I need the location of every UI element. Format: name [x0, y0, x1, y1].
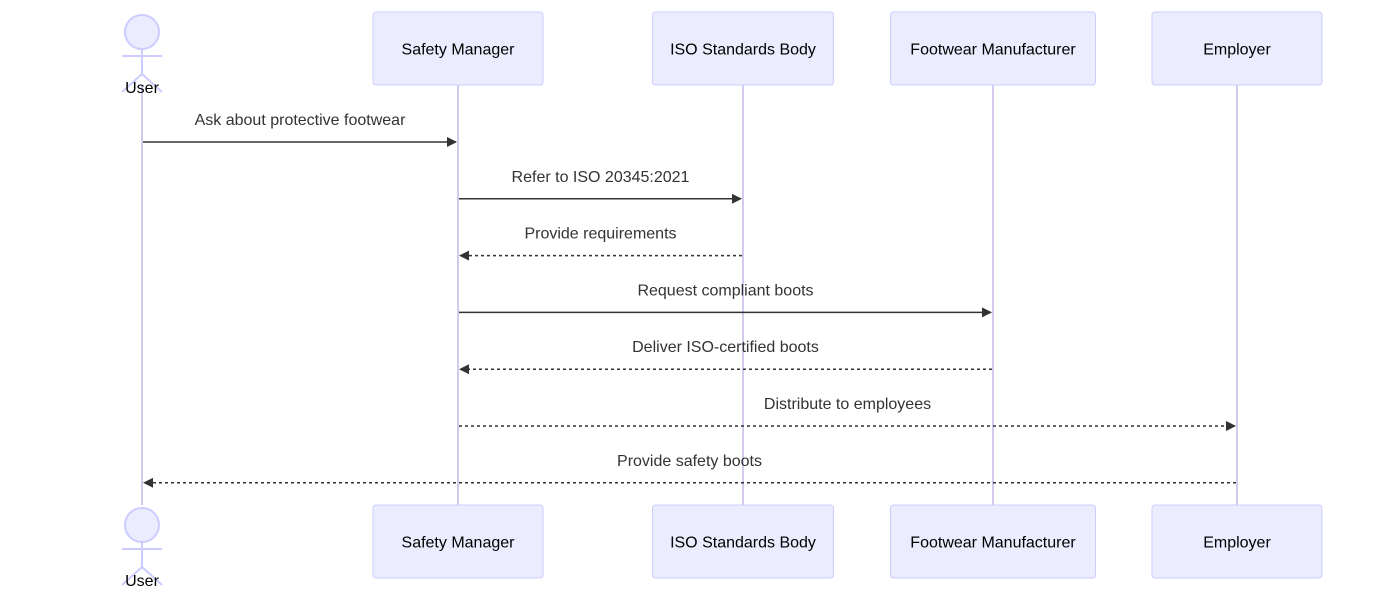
participant-footwear-top: Footwear Manufacturer	[890, 11, 1096, 86]
message-label: Distribute to employees	[764, 396, 931, 413]
message-5: Deliver ISO-certified boots	[459, 339, 992, 375]
participant-user-bottom: User	[121, 507, 163, 590]
participant-safety-top: Safety Manager	[372, 11, 544, 86]
message-label: Provide requirements	[524, 226, 676, 243]
participant-box	[1151, 11, 1323, 86]
participant-iso-top: ISO Standards Body	[652, 11, 834, 86]
participant-label: ISO Standards Body	[670, 535, 816, 552]
participant-box	[372, 504, 544, 579]
participant-label: User	[125, 80, 159, 97]
message-label: Provide safety boots	[617, 453, 762, 470]
participant-footwear-bottom: Footwear Manufacturer	[890, 504, 1096, 579]
participant-label: Footwear Manufacturer	[910, 42, 1076, 59]
participant-label: Employer	[1203, 42, 1271, 59]
message-7: Provide safety boots	[143, 453, 1236, 488]
message-label: Refer to ISO 20345:2021	[512, 169, 690, 186]
actor-figure-icon	[121, 507, 163, 586]
message-2: Refer to ISO 20345:2021	[459, 169, 742, 204]
message-4: Request compliant boots	[459, 282, 992, 318]
participants-bottom: User Safety Manager ISO Standards Body Foot…	[121, 504, 1323, 590]
participant-box	[1151, 504, 1323, 579]
message-label: Request compliant boots	[637, 282, 813, 299]
participant-box	[890, 11, 1096, 86]
participant-label: Employer	[1203, 535, 1271, 552]
participant-employer-top: Employer	[1151, 11, 1323, 86]
participant-box	[652, 11, 834, 86]
lifelines	[141, 85, 1238, 505]
participant-box	[372, 11, 544, 86]
participant-label: Safety Manager	[402, 42, 516, 59]
participant-safety-bottom: Safety Manager	[372, 504, 544, 579]
participant-label: Safety Manager	[402, 535, 516, 552]
participant-label: ISO Standards Body	[670, 42, 816, 59]
message-label: Ask about protective footwear	[195, 112, 406, 129]
message-label: Deliver ISO-certified boots	[632, 339, 819, 356]
participants-top: User Safety Manager ISO Standards Body Foot…	[121, 11, 1323, 97]
participant-box	[652, 504, 834, 579]
participant-employer-bottom: Employer	[1151, 504, 1323, 579]
actor-figure-icon	[121, 14, 163, 93]
participant-user-top: User	[121, 14, 163, 97]
participant-label: Footwear Manufacturer	[910, 535, 1076, 552]
participant-iso-bottom: ISO Standards Body	[652, 504, 834, 579]
message-3: Provide requirements	[459, 226, 742, 261]
message-1: Ask about protective footwear	[143, 112, 457, 147]
message-6: Distribute to employees	[459, 396, 1236, 431]
participant-label: User	[125, 573, 159, 590]
participant-box	[890, 504, 1096, 579]
